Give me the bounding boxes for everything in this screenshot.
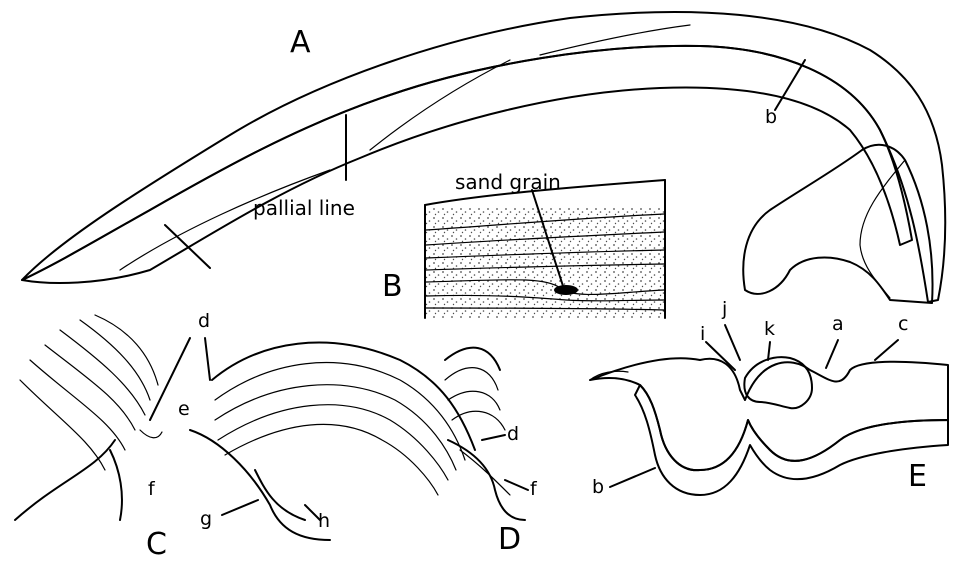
panel-letter-c: C [146, 530, 167, 560]
label-d-d: d [507, 425, 519, 444]
d-d-leader [482, 435, 505, 440]
label-a-b: b [765, 108, 777, 127]
e-a-leader [826, 340, 838, 368]
label-c-g: g [200, 510, 212, 529]
panel-letter-d: D [498, 525, 521, 555]
label-e-c: c [898, 315, 908, 334]
label-c-h: h [318, 512, 330, 531]
label-d-f: f [530, 480, 537, 499]
label-e-i: i [700, 325, 705, 344]
hinge-ligament-stipple [743, 145, 932, 303]
label-c-e: e [178, 400, 190, 419]
c-g-leader [222, 500, 258, 515]
d-f-leader [505, 480, 528, 490]
c-d-leader-2 [205, 338, 210, 380]
panel-letter-e: E [908, 462, 927, 492]
label-e-a: a [832, 315, 844, 334]
panel-c-laminae [15, 315, 475, 540]
e-stipple-band [635, 385, 948, 495]
label-e-j: j [722, 300, 727, 319]
growth-line-arc-3 [540, 25, 690, 55]
label-e-b: b [592, 478, 604, 497]
growth-line-arc-2 [370, 60, 510, 150]
label-c-f: f [148, 480, 155, 499]
e-b-leader [610, 468, 655, 487]
panel-e-section [590, 325, 948, 495]
sand-grain-shape [554, 285, 578, 295]
e-c-leader [875, 340, 898, 360]
label-e-k: k [764, 320, 775, 339]
label-pallial-line: pallial line [253, 198, 355, 218]
label-c-d: d [198, 312, 210, 331]
inner-leader [165, 225, 210, 268]
panel-letter-a: A [290, 28, 311, 58]
e-j-leader [725, 325, 740, 360]
panel-b-block [425, 180, 665, 318]
e-k-leader [768, 342, 770, 360]
panel-letter-b: B [382, 272, 403, 302]
block-stipple-fill [426, 208, 664, 318]
e-i-leader [706, 342, 735, 370]
label-sand-grain: sand grain [455, 172, 561, 192]
